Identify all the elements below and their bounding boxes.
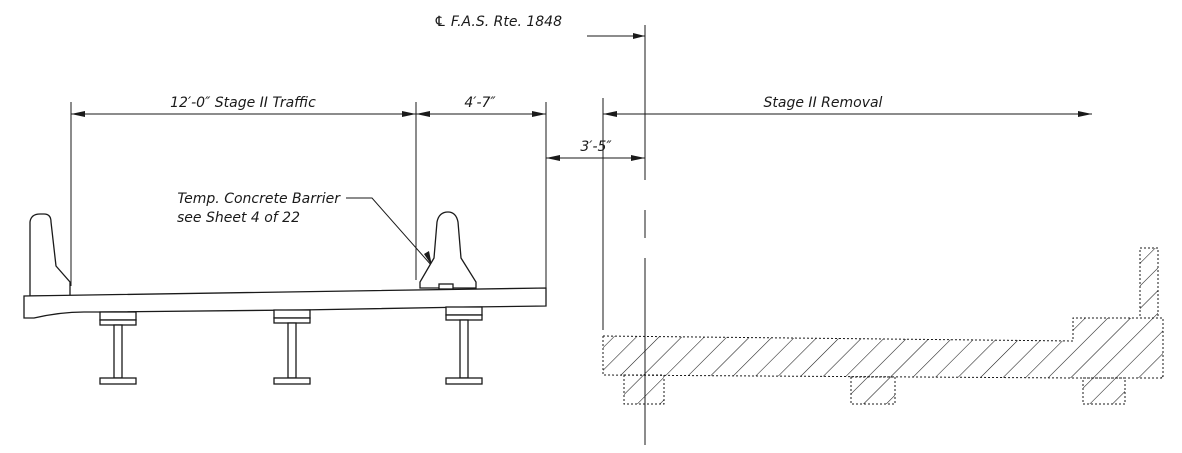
removal-deck	[602, 317, 1164, 379]
removal-dim-label: Stage II Removal	[764, 95, 883, 111]
girder-right	[445, 314, 483, 385]
girder-left	[99, 319, 137, 385]
stage-ii-removal-section	[602, 247, 1164, 405]
removal-haunch-left	[623, 374, 665, 405]
barrier-note: Temp. Concrete Barrier see Sheet 4 of 22	[177, 191, 433, 267]
barrier-note-line1: Temp. Concrete Barrier	[177, 191, 341, 207]
removal-haunch-right	[1082, 377, 1126, 405]
gap-dim-label: 3′-5″	[580, 139, 612, 155]
centerline-label: ℄ F.A.S. Rte. 1848	[434, 14, 562, 30]
barrier-note-line2: see Sheet 4 of 22	[177, 210, 300, 226]
traffic-dimension: 12′-0″ Stage II Traffic 4′-7″	[70, 95, 547, 288]
offset-dim-label: 4′-7″	[464, 95, 496, 111]
left-parapet	[29, 213, 71, 297]
existing-deck	[23, 211, 547, 385]
temp-concrete-barrier	[419, 211, 477, 289]
gap-dimension: 3′-5″	[546, 139, 645, 161]
removal-dimension: Stage II Removal	[602, 95, 1092, 330]
removal-haunch-middle	[850, 376, 896, 405]
girder-middle	[273, 317, 311, 385]
removal-parapet	[1139, 247, 1159, 319]
traffic-dim-label: 12′-0″ Stage II Traffic	[170, 95, 316, 111]
